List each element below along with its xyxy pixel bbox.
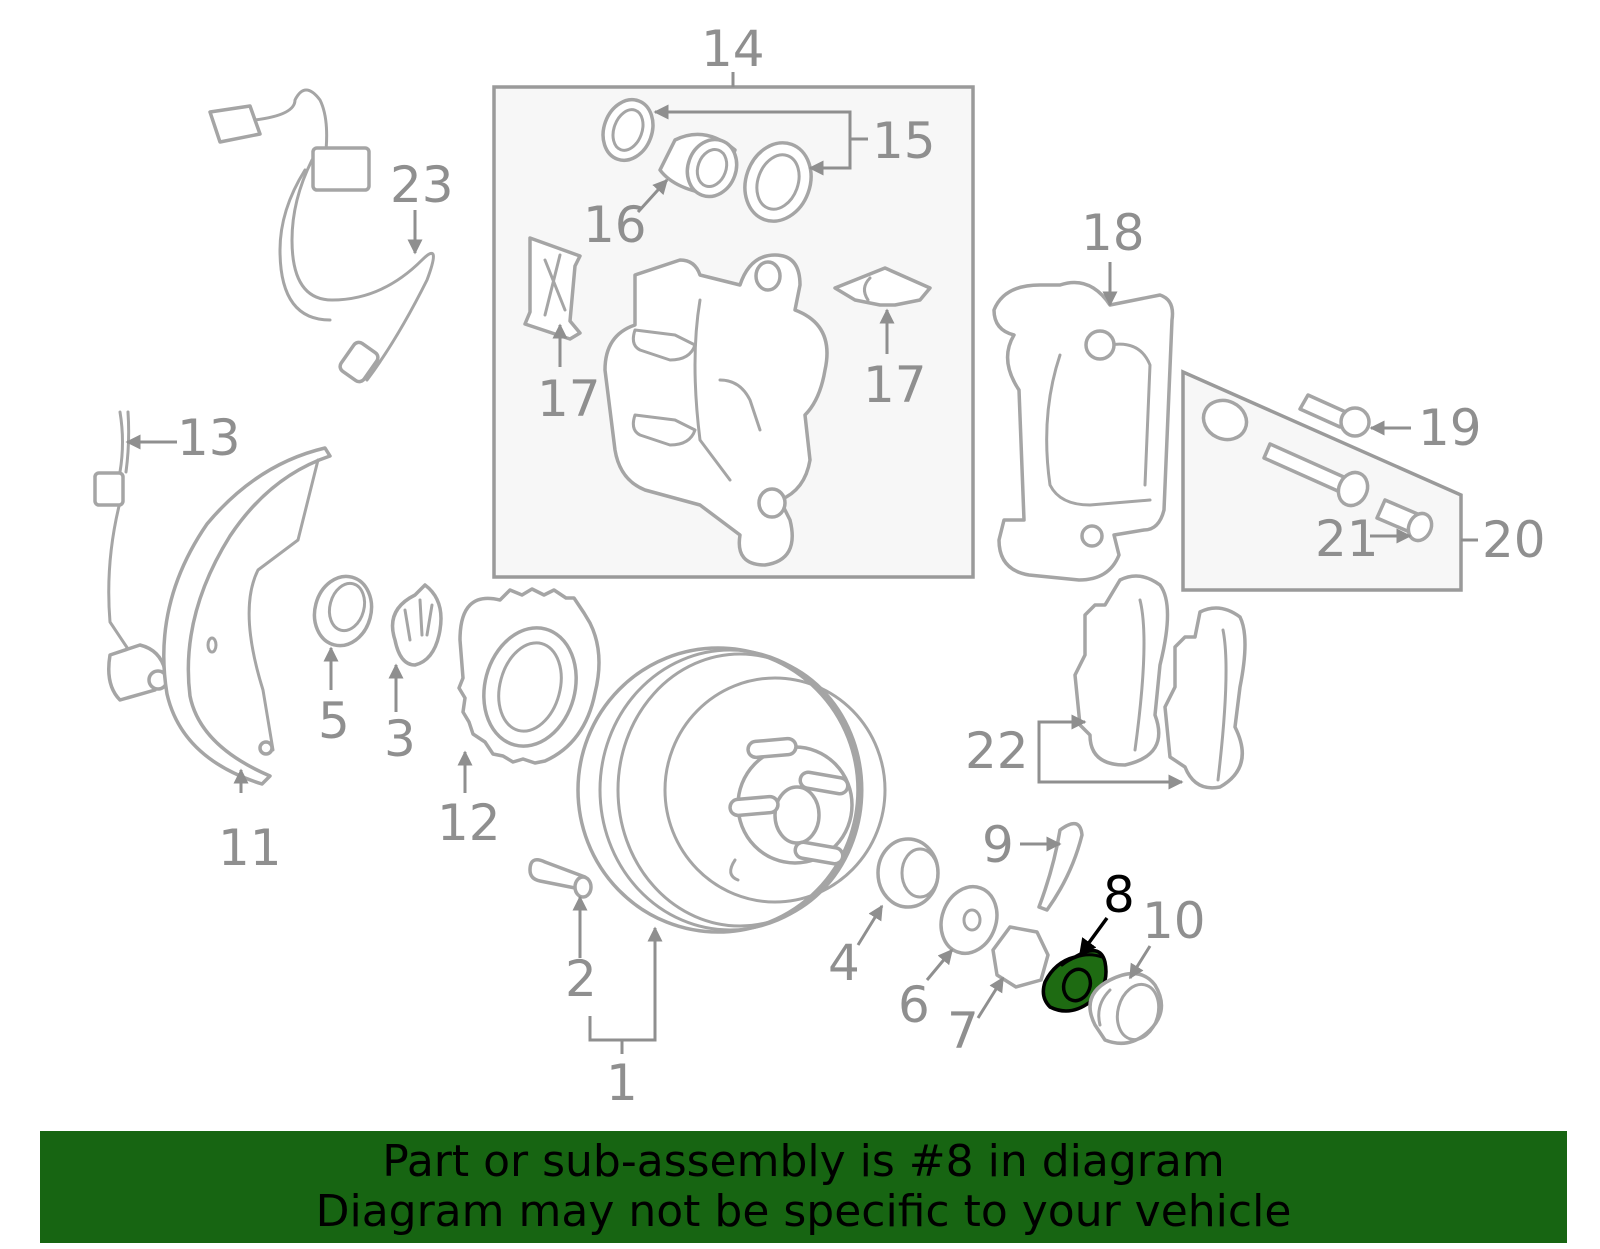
brake-caliper-part-14[interactable]: [603, 253, 829, 567]
callout-3: 3: [384, 710, 416, 768]
banner-line-1: Part or sub-assembly is #8 in diagram: [382, 1136, 1225, 1187]
callout-16: 16: [583, 196, 647, 254]
bushing-part-21[interactable]: [1375, 498, 1436, 544]
callout-15: 15: [872, 112, 936, 170]
wheel-stud-part-2[interactable]: [528, 858, 593, 899]
callout-1: 1: [606, 1054, 638, 1112]
callout-13: 13: [177, 409, 241, 467]
callout-20: 20: [1482, 511, 1546, 569]
splash-shield-part-11[interactable]: [162, 446, 332, 786]
nut-retainer-part-8[interactable]: [1041, 948, 1108, 1013]
callout-14: 14: [701, 20, 765, 78]
callout-11: 11: [218, 819, 282, 877]
callout-18: 18: [1081, 204, 1145, 262]
rotor-hub-part-1[interactable]: [576, 646, 887, 934]
callout-22: 22: [965, 722, 1029, 780]
anti-rattle-clip-left-part-17[interactable]: [523, 236, 582, 341]
callout-4: 4: [828, 934, 860, 992]
outer-bearing-part-4[interactable]: [876, 837, 940, 909]
brake-hose-part-23[interactable]: [208, 88, 435, 384]
callout-17-right: 17: [863, 356, 927, 414]
dust-cap-part-10[interactable]: [1088, 971, 1165, 1046]
caliper-bracket-part-18[interactable]: [992, 280, 1175, 582]
callout-9: 9: [982, 816, 1014, 874]
caliper-piston-part-16[interactable]: [658, 132, 744, 204]
info-banner: Part or sub-assembly is #8 in diagram Di…: [40, 1131, 1567, 1243]
brake-pads-part-22[interactable]: [1073, 574, 1247, 790]
callout-2: 2: [565, 950, 597, 1008]
piston-seals-part-15[interactable]: [595, 93, 822, 231]
washer-part-6[interactable]: [932, 879, 1006, 961]
callout-19: 19: [1418, 399, 1482, 457]
inner-bearing-part-3[interactable]: [390, 583, 443, 667]
callout-23: 23: [390, 156, 454, 214]
callout-7: 7: [947, 1002, 979, 1060]
banner-line-2: Diagram may not be specific to your vehi…: [315, 1186, 1292, 1237]
cotter-pin-part-9[interactable]: [1037, 821, 1084, 912]
callout-17-left: 17: [537, 370, 601, 428]
nut-part-7[interactable]: [991, 925, 1050, 989]
abs-sensor-part-13[interactable]: [93, 410, 169, 702]
abs-tone-ring-part-12[interactable]: [457, 587, 601, 765]
callout-10: 10: [1142, 892, 1206, 950]
callout-8: 8: [1103, 866, 1135, 924]
guide-pin-kit-part-20[interactable]: [1197, 393, 1373, 510]
callout-21: 21: [1315, 510, 1379, 568]
grease-seal-part-5[interactable]: [307, 570, 379, 652]
callout-5: 5: [318, 692, 350, 750]
bracket-bolt-part-19[interactable]: [1298, 393, 1371, 438]
callout-12: 12: [437, 794, 501, 852]
callout-6: 6: [898, 976, 930, 1034]
anti-rattle-clip-right-part-17[interactable]: [833, 266, 932, 307]
